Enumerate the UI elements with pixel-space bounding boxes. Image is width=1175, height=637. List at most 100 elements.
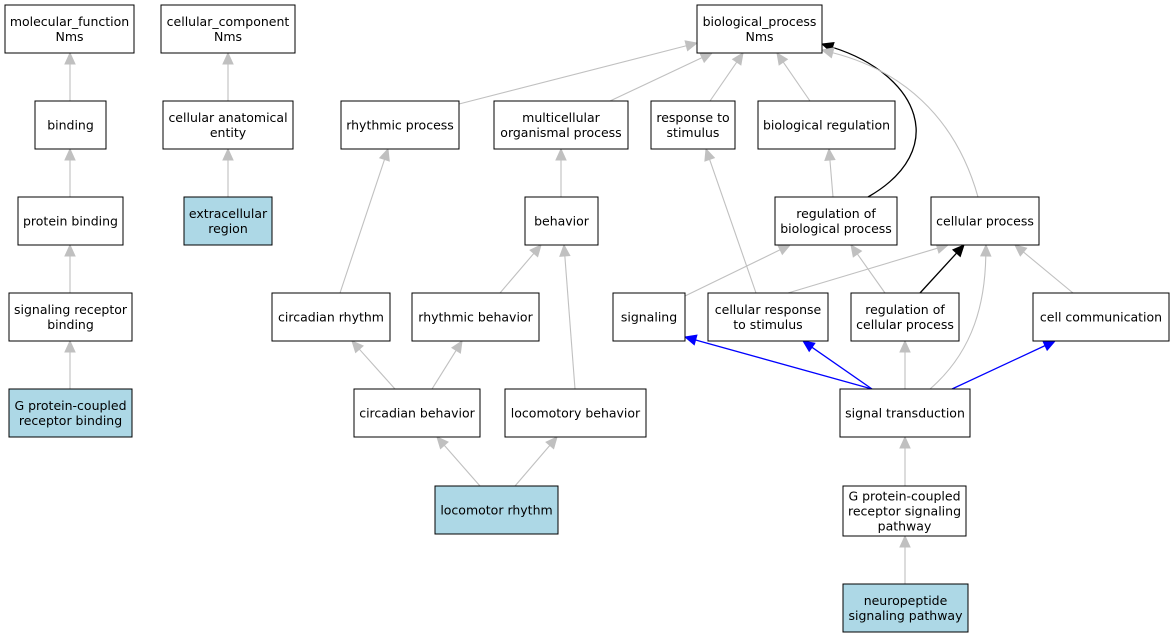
node-label-line: extracellular [189,206,268,221]
edge-arrowhead [64,147,76,161]
edge-line [1023,251,1074,294]
node-label-line: molecular_function [10,14,129,29]
node-cell-communication[interactable]: cell communication [1032,292,1170,342]
edge-line [709,61,738,102]
edge-arrowhead [64,339,76,353]
edge-cellular_anatomical_entity-to-cellular_component [222,51,234,101]
edge-arrowhead [436,436,449,450]
edge-signaling-to-regulation_of_biological_process [684,244,792,297]
node-label-line: behavior [534,214,590,229]
edge-arrowhead [378,147,390,162]
node-circadian-rhythm[interactable]: circadian rhythm [271,292,391,342]
edge-arrowhead [64,51,76,65]
node-label-line: pathway [878,519,932,534]
edge-arrowhead [824,147,836,161]
edge-signal_transduction-to-cell_communication [951,340,1057,390]
node-box [707,292,829,342]
node-box [774,196,898,246]
edge-circadian_behavior-to-rhythmic_behavior [431,339,463,390]
node-rhythmic-process[interactable]: rhythmic process [340,100,460,150]
node-label-line: protein binding [23,214,118,229]
node-box [434,485,559,535]
edge-gpcr_signaling_pathway-to-signal_transduction [899,435,911,486]
node-label-line: receptor binding [19,413,122,428]
node-rhythmic-behavior[interactable]: rhythmic behavior [411,292,540,342]
node-box [930,196,1040,246]
node-locomotory-behavior[interactable]: locomotory behavior [504,388,647,438]
node-box [411,292,540,342]
edge-line [458,45,687,105]
node-cellular-process[interactable]: cellular process [930,196,1040,246]
node-label-line: signal transduction [845,406,965,421]
node-label-line: locomotory behavior [511,406,641,421]
edge-signal_transduction-to-cellular_response_to_stimulus [802,340,873,390]
node-label-line: receptor signaling [848,504,961,519]
node-signaling[interactable]: signaling [612,292,686,342]
edge-arrowhead [555,147,567,161]
edge-arrowhead [222,147,234,161]
node-box [162,100,294,150]
edge-line [339,159,386,294]
edge-cellular_process-to-biological_process [820,47,979,198]
node-box [271,292,391,342]
edge-line [431,350,457,390]
node-label-line: regulation of [865,302,945,317]
edge-line [514,444,551,487]
node-binding[interactable]: binding [34,100,107,150]
node-box [524,196,599,246]
edge-arrowhead [351,340,364,354]
edge-rhythmic_behavior-to-behavior [499,244,542,294]
node-locomotor-rhythm[interactable]: locomotor rhythm [434,485,559,535]
node-label-line: binding [47,317,94,332]
edge-arrowhead [545,436,558,450]
edge-line [787,247,938,294]
node-label-line: response to [656,110,729,125]
edge-locomotory_behavior-to-behavior [559,243,576,390]
edge-line [951,345,1046,390]
node-signal-transduction[interactable]: signal transduction [839,388,971,438]
edge-signal_transduction-to-signaling [683,334,873,390]
edge-arrowhead [951,244,965,258]
node-label-line: biological process [780,221,892,236]
edge-line [929,255,987,390]
edge-layer [64,40,1074,584]
node-label-line: regulation of [796,206,876,221]
node-protein-binding[interactable]: protein binding [17,196,124,246]
node-label-line: circadian rhythm [278,310,384,325]
edge-protein_binding-to-binding [64,147,76,197]
node-label-line: signaling receptor [14,302,128,317]
edge-arrowhead [559,243,571,257]
edge-circadian_behavior-to-circadian_rhythm [351,340,396,390]
node-biological-regulation[interactable]: biological regulation [757,100,896,150]
node-label-line: binding [47,118,94,133]
edge-line [856,253,886,294]
edge-arrowhead [451,339,463,354]
node-label-line: G protein-coupled [14,398,126,413]
edge-arrowhead [699,52,714,64]
edge-line [832,52,979,198]
edge-arrowhead [802,340,816,353]
edge-rhythmic_process-to-biological_process [458,40,699,105]
node-behavior[interactable]: behavior [524,196,599,246]
node-label-line: stimulus [667,125,720,140]
node-circadian-behavior[interactable]: circadian behavior [353,388,481,438]
edge-line [609,57,703,102]
edge-line [832,46,917,198]
edge-line [829,159,834,198]
edge-cellular_response_to_stimulus-to-response_to_stimulus [704,147,757,294]
